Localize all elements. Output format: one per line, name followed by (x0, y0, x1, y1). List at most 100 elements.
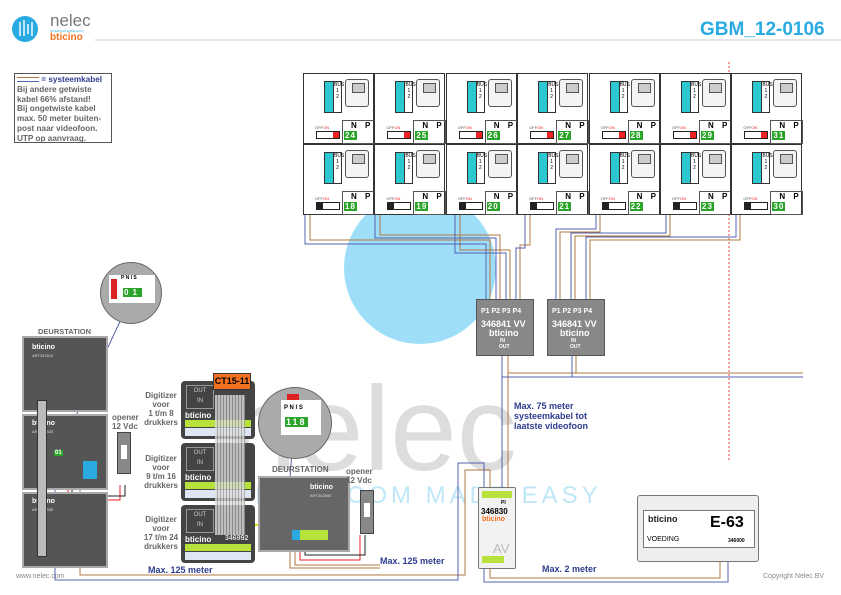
label-line: drukkers (144, 481, 178, 490)
logo-brand: bticino (50, 32, 83, 43)
termination-switch[interactable] (530, 202, 555, 210)
page-title: GBM_12-0106 (700, 19, 825, 40)
term-2: 2 (693, 165, 696, 171)
note-line: UTP op aanvraag. (17, 133, 87, 143)
termination-switch[interactable] (673, 131, 697, 139)
switch-off: OFF (743, 196, 752, 201)
module-code: ART342580 (310, 493, 332, 498)
opener-line: opener (346, 467, 373, 476)
col-n: N (779, 121, 786, 130)
av-code: 346830 (481, 507, 508, 516)
col-p: P (507, 121, 514, 130)
flat-cable (215, 395, 245, 535)
out-label: OUT (193, 512, 207, 518)
relay-module (83, 461, 97, 479)
note-line: max. 50 meter buiten- (17, 114, 102, 124)
switch-label: OFFON (315, 196, 329, 201)
switch-on: ON (394, 125, 401, 130)
label-line: 17 t/m 24 (143, 533, 179, 542)
bus-label: BUS (476, 153, 488, 159)
splitter-out: OUT (499, 344, 510, 350)
module-code: ART342510 (32, 353, 54, 358)
term-2: 2 (550, 94, 554, 100)
av-label: AV (493, 541, 510, 556)
switch-on: ON (751, 196, 758, 201)
label-line: voor (152, 524, 170, 533)
legend-label: = systeemkabel (41, 75, 103, 84)
splitter-brand: bticino (489, 328, 519, 338)
termination-switch[interactable] (601, 131, 626, 139)
address-number: 29 (701, 131, 714, 140)
switch-off: OFF (672, 125, 680, 130)
termination-switch[interactable] (458, 202, 483, 210)
cable-note: = systeemkabel Bij andere getwiste kabel… (14, 73, 112, 143)
terminal-block (482, 556, 504, 563)
bus-label: BUS (762, 82, 773, 88)
bus-label: BUS (548, 153, 559, 159)
termination-switch[interactable] (673, 202, 697, 210)
termination-switch[interactable] (744, 202, 769, 210)
termination-switch[interactable] (744, 131, 769, 139)
videophone-icon (773, 150, 798, 178)
switch-off: OFF (457, 196, 466, 201)
term-1: 1 (336, 88, 339, 94)
termination-switch[interactable] (387, 202, 412, 210)
termination-switch[interactable] (601, 202, 626, 210)
col-p: P (650, 192, 656, 201)
psu-name: E-63 (710, 514, 744, 531)
door-opener-lock (360, 490, 374, 534)
note-line: kabel 66% afstand! (17, 94, 91, 104)
termination-switch[interactable] (316, 202, 340, 210)
opener-line: 12 Vdc (112, 422, 138, 431)
door-module-middle: bticino ART342520 01 (22, 414, 108, 490)
splitter-346841: P1 P2 P3 P4 346841 VV bticino IN OUT (476, 299, 534, 356)
bus-label: BUS (762, 153, 773, 159)
max125-left-note: Max. 125 meter (148, 565, 213, 575)
address-number: 19 (415, 202, 429, 211)
termination-switch[interactable] (316, 131, 340, 139)
opener-line: opener (112, 413, 139, 422)
logo-tagline: INTERCOM MADE EASY (50, 29, 85, 33)
col-p: P (650, 121, 656, 130)
term-2: 2 (621, 94, 625, 100)
address-number: 20 (486, 202, 500, 211)
power-supply-e63: bticino E-63 VOEDING 346000 (637, 495, 759, 562)
note-line: laatste videofoon (514, 421, 589, 431)
max75-note: Max. 75 meter systeemkabel tot laatste v… (514, 401, 588, 431)
nelec-logo: nelec INTERCOM MADE EASY bticino (10, 11, 91, 49)
switch-on: ON (608, 196, 615, 201)
label-line: 1 t/m 8 (148, 409, 174, 418)
switch-off: OFF (672, 196, 680, 201)
label-line: voor (152, 400, 170, 409)
termination-switch[interactable] (458, 131, 483, 139)
switch-on: ON (680, 125, 686, 130)
label-line: drukkers (144, 542, 178, 551)
zoom-value: 118 (285, 417, 308, 427)
av-p-label: PI (501, 500, 506, 506)
switch-off: OFF (386, 125, 395, 130)
digitizer-brand: bticino (185, 411, 212, 420)
termination-switch[interactable] (530, 131, 555, 139)
termination-switch[interactable] (387, 131, 412, 139)
switch-on: ON (323, 196, 329, 201)
splitter-out: OUT (570, 344, 581, 350)
out-label: OUT (193, 450, 207, 456)
col-n: N (565, 121, 571, 130)
splitter-code: 346841 (481, 319, 512, 329)
switch-off: OFF (315, 125, 323, 130)
splitter-code: 346841 (552, 319, 583, 329)
col-n: N (708, 121, 714, 130)
switch-off: OFF (600, 196, 609, 201)
term-1: 1 (478, 88, 482, 94)
